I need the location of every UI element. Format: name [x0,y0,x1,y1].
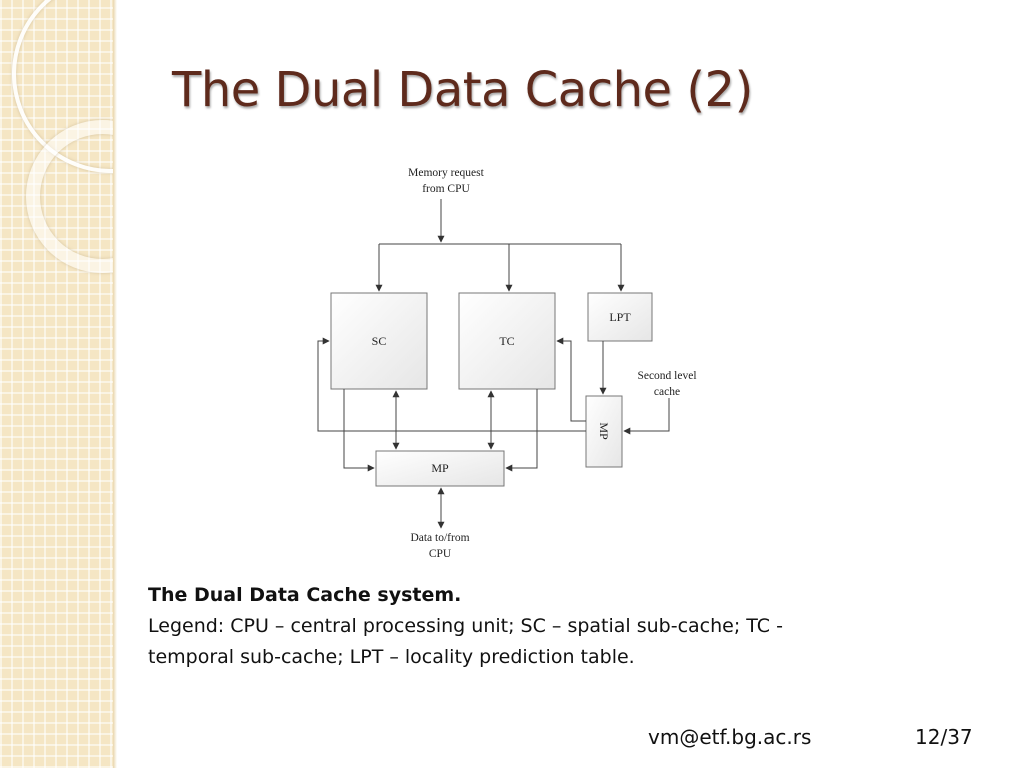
footer-email: vm@etf.bg.ac.rs [648,725,812,749]
connector-line [556,337,586,422]
second-level-cache-label: cache [654,386,680,398]
caption-legend-line: Legend: CPU – central processing unit; S… [148,615,783,637]
connector-line [623,398,670,435]
data-to-cpu-label: Data to/from [410,532,469,544]
page-number: 12/37 [915,725,973,749]
mp-side-box [585,395,623,468]
caption-legend-line: temporal sub-cache; LPT – locality predi… [148,646,635,668]
sidebar-edge [113,0,117,768]
sc-label: SC [372,334,387,348]
tc-label: TC [499,334,514,348]
memory-request-label: Memory request [408,167,484,179]
connector-line [505,389,538,472]
slide-title: The Dual Data Cache (2) [172,62,753,118]
caption: The Dual Data Cache system. Legend: CPU … [148,580,868,673]
data-to-cpu-label: CPU [429,548,452,560]
mp-label: MP [431,461,449,475]
sc-box [330,292,428,390]
tc-box [458,292,556,390]
lpt-label: LPT [609,310,631,324]
caption-title: The Dual Data Cache system. [148,584,462,606]
connector-line [317,337,586,432]
mp-side-label: MP [597,422,611,440]
decorative-sidebar [0,0,113,768]
connector-line [343,389,375,472]
second-level-cache-label: Second level [637,370,696,382]
lpt-box [587,292,653,342]
mp-box [375,450,505,487]
memory-request-label: from CPU [422,183,470,195]
